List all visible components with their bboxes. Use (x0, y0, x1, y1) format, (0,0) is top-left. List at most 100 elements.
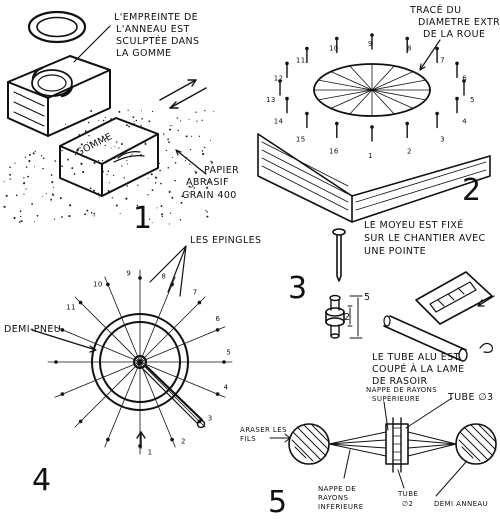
cut-arrows (477, 295, 495, 353)
pin (60, 328, 65, 332)
svg-text:L'ANNEAU EST: L'ANNEAU EST (116, 24, 190, 35)
panel-number-1: 1 (133, 201, 152, 236)
pin (106, 282, 110, 287)
pin (285, 96, 289, 114)
svg-text:LE MOYEU EST FIXÉ: LE MOYEU EST FIXÉ (364, 219, 464, 231)
tube-3 (385, 423, 409, 465)
trim-leader (269, 433, 291, 443)
pin-number: 15 (296, 136, 306, 144)
pin (215, 328, 220, 332)
svg-text:SUPÉRIEURE: SUPÉRIEURE (372, 394, 420, 403)
pin-number: 5 (470, 96, 475, 104)
pin (54, 360, 58, 364)
dimension-5: 5 (364, 292, 370, 303)
svg-text:DIAMETRE EXTR: DIAMETRE EXTR (418, 17, 500, 28)
diameter-leader (419, 39, 441, 71)
pin-number: 6 (462, 75, 467, 83)
pin-number: 8 (407, 44, 412, 52)
pin (435, 111, 439, 129)
pin-number: 12 (274, 75, 284, 83)
pin (335, 36, 339, 54)
spoke-wire (137, 363, 206, 429)
left-half-ring (288, 423, 330, 465)
hub-label: LE MOYEU EST FIXÉ SUR LE CHANTIER AVEC U… (364, 219, 486, 257)
pin-number: 7 (440, 56, 445, 64)
start-arrow (136, 431, 146, 449)
upper-spokes-leader (383, 401, 389, 431)
spoke-number: 8 (161, 272, 166, 280)
pin (197, 419, 202, 424)
pin-number: 2 (407, 148, 412, 156)
pin (60, 392, 65, 396)
spoke-number: 4 (224, 383, 229, 391)
hub-part (325, 294, 345, 339)
pin (405, 121, 410, 139)
dimension-2: 2 (344, 312, 350, 323)
svg-text:SUR LE CHANTIER AVEC: SUR LE CHANTIER AVEC (364, 233, 486, 244)
spoke-number: 10 (93, 281, 103, 289)
pins-leaders (149, 245, 187, 297)
pin (285, 61, 289, 79)
svg-text:∅2: ∅2 (402, 500, 413, 508)
pin (278, 79, 282, 96)
spoke-number: 5 (226, 348, 231, 356)
spoke-number: 6 (216, 315, 221, 323)
svg-text:L'EMPREINTE DE: L'EMPREINTE DE (114, 12, 198, 23)
diameter-label: TRACÉ DU DIAMETRE EXTR DE LA ROUE (409, 4, 500, 40)
motion-arrows (159, 79, 207, 109)
tube2-leader (397, 469, 405, 489)
svg-text:NAPPE DE: NAPPE DE (318, 485, 356, 493)
spoke-guide-lines (313, 63, 431, 117)
svg-text:NAPPE DE RAYONS: NAPPE DE RAYONS (366, 386, 437, 394)
half-tire-outer (91, 313, 189, 411)
imprint-leader (73, 25, 111, 63)
pin (455, 96, 459, 114)
svg-text:ABRASIF: ABRASIF (186, 177, 229, 188)
spoke-rays (47, 269, 233, 455)
svg-text:ARASER LES: ARASER LES (240, 426, 287, 434)
eraser-gomme (59, 117, 159, 197)
hub-center (133, 355, 147, 369)
pin-number: 9 (368, 40, 373, 48)
ring-drawing (27, 10, 87, 44)
spoke-number: 7 (193, 288, 198, 296)
pin (405, 36, 410, 54)
sandpaper-label: PAPIER ABRASIF GRAIN 400 (182, 165, 239, 201)
panel-number-2: 2 (462, 173, 481, 208)
pin (335, 121, 339, 139)
pin (435, 46, 439, 64)
trim-label: ARASER LES FILS (240, 426, 287, 443)
wooden-board (257, 133, 491, 223)
spoke-number: 11 (66, 303, 76, 311)
panel-3: 3 5 2 (288, 271, 495, 387)
lower-spokes-leader (343, 449, 351, 479)
pin-number: 10 (329, 44, 339, 52)
svg-text:TRACÉ DU: TRACÉ DU (409, 4, 461, 16)
pin (138, 276, 142, 280)
svg-text:LA GOMME: LA GOMME (116, 48, 171, 59)
spoke-number: 1 (148, 448, 153, 456)
right-half-ring (455, 423, 497, 465)
upper-spokes-label: NAPPE DE RAYONS SUPÉRIEURE (366, 386, 437, 403)
pin-number: 11 (296, 56, 306, 64)
svg-text:TUBE: TUBE (397, 490, 418, 498)
spoke-layers (328, 431, 457, 457)
pin (197, 300, 202, 305)
pin (462, 79, 466, 96)
svg-text:LE TUBE ALU EST: LE TUBE ALU EST (372, 352, 460, 363)
panel-number-4: 4 (32, 463, 51, 498)
spoke-number: 3 (208, 415, 213, 423)
svg-text:INFÉRIEURE: INFÉRIEURE (318, 502, 364, 511)
spoke-number: 2 (181, 438, 186, 446)
eraser-with-imprint (7, 55, 111, 137)
svg-text:UNE POINTE: UNE POINTE (364, 246, 426, 257)
lower-spokes-label: NAPPE DE RAYONS INFÉRIEURE (318, 485, 364, 511)
half-ring-label: DEMI ANNEAU (434, 500, 488, 508)
pin (215, 392, 220, 396)
aluminum-tube (383, 315, 468, 362)
